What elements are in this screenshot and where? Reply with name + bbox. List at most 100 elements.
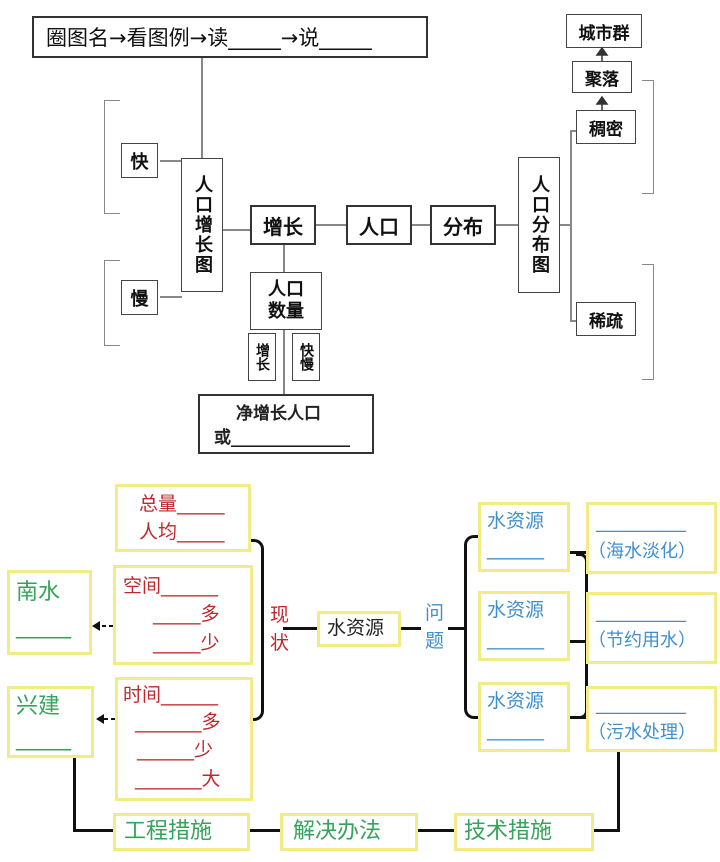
slow-box: 慢 (121, 280, 158, 315)
fast-slow-label: 快慢 (298, 343, 314, 371)
slow-label: 慢 (130, 288, 149, 310)
grow-label: 增长 (254, 343, 270, 371)
distribution-map-label: 人口分布图 (529, 175, 550, 275)
net-growth-box: 净增长人口 或______________ (198, 394, 374, 454)
connector (496, 224, 518, 226)
bracket-status (250, 539, 264, 721)
growth-chart-label: 人口增长图 (192, 175, 213, 275)
wr1-box (478, 502, 570, 572)
population-label: 人口 (359, 214, 399, 239)
wr1-label: 水资源 (487, 510, 545, 532)
total-box (115, 484, 251, 552)
header-box: 圈图名→看图例→读_____→说_____ (32, 16, 428, 58)
connector (560, 224, 570, 226)
wr3-box (478, 682, 570, 752)
connector (412, 224, 430, 226)
solution-label: 解决办法 (293, 819, 382, 844)
connector (568, 551, 586, 554)
space-box (113, 565, 253, 665)
time-less-label: ______少 (137, 739, 214, 761)
connector (570, 130, 572, 320)
wr2-blank: ______ (487, 628, 544, 650)
south-water-box (7, 570, 92, 655)
technical-label: 技术措施 (464, 819, 553, 844)
urban-cluster-label: 城市群 (578, 23, 630, 44)
distribution-map-box: 人口分布图 (518, 157, 560, 293)
water-resources-label: 水资源 (327, 617, 385, 639)
total-label: 总量_____ (139, 493, 225, 515)
bracket-sparse (642, 264, 654, 380)
dashed-left-arrow-icon (96, 714, 115, 724)
build-box (7, 686, 94, 758)
south-water-blank: _____ (16, 614, 71, 639)
space-less-label: _____少 (153, 632, 220, 654)
connector (570, 130, 576, 132)
sol1-blank: __________ (596, 512, 686, 533)
bracket-fast (104, 100, 120, 214)
dense-label: 稠密 (589, 119, 623, 140)
status-label-1: 现 (270, 604, 290, 626)
wr3-blank: ______ (487, 719, 544, 741)
sparse-label: 稀疏 (589, 311, 623, 332)
sol1-label: （海水淡化） (588, 541, 696, 562)
build-blank: _____ (16, 726, 71, 751)
time-label: 时间______ (123, 684, 219, 706)
solution-box (280, 813, 418, 851)
urban-cluster-box: 城市群 (566, 14, 642, 48)
bracket-dense (642, 80, 654, 194)
distribution-box: 分布 (430, 205, 496, 245)
connector (160, 160, 182, 162)
connector (594, 829, 620, 832)
wr1-blank: ______ (487, 538, 544, 560)
net-growth-blank: 或______________ (214, 428, 350, 448)
time-box (115, 677, 253, 801)
increase-box: 增长 (250, 205, 316, 245)
up-arrow-icon (595, 46, 609, 61)
up-arrow-icon (595, 95, 609, 110)
pop-count-label: 人口数量 (268, 279, 304, 322)
build-label: 兴建 (16, 694, 61, 719)
header-text: 圈图名→看图例→读_____→说_____ (46, 26, 372, 50)
fast-box: 快 (121, 143, 158, 178)
growth-chart-box: 人口增长图 (181, 158, 223, 292)
south-water-label: 南水 (16, 580, 61, 605)
connector (283, 330, 285, 394)
sol3-box (586, 686, 717, 752)
time-big-label: _______大 (135, 768, 221, 790)
connector (617, 752, 620, 832)
wr2-box (478, 591, 570, 661)
connector (570, 320, 576, 322)
settlement-box: 聚落 (572, 61, 632, 93)
wr3-label: 水资源 (487, 690, 545, 712)
increase-label: 增长 (263, 214, 303, 239)
per-capita-label: 人均_____ (139, 521, 225, 543)
fast-label: 快 (130, 151, 149, 173)
connector (73, 758, 76, 830)
sol1-box (586, 502, 717, 574)
connector (568, 640, 586, 643)
sol2-label: （节约用水） (588, 630, 696, 651)
space-label: 空间______ (123, 575, 219, 597)
technical-box (454, 813, 594, 851)
dashed-left-arrow-icon (92, 621, 113, 631)
pop-count-box: 人口数量 (250, 272, 322, 330)
status-label-2: 状 (270, 632, 290, 654)
wr2-label: 水资源 (487, 599, 545, 621)
fast-slow-box: 快慢 (292, 333, 320, 381)
problem-label-2: 题 (425, 630, 445, 652)
connector (283, 244, 285, 272)
problem-label-1: 问 (425, 602, 445, 624)
bracket-slow (104, 260, 120, 346)
grow-box: 增长 (248, 333, 276, 381)
connector (160, 296, 182, 298)
sol3-label: （污水处理） (588, 722, 696, 743)
sol2-blank: __________ (596, 602, 686, 623)
connector (201, 58, 203, 158)
connector (250, 829, 280, 832)
population-box: 人口 (346, 205, 412, 245)
connector (283, 627, 317, 630)
water-resources-box (317, 611, 401, 647)
engineering-box (113, 813, 250, 851)
dense-box: 稠密 (576, 110, 636, 144)
